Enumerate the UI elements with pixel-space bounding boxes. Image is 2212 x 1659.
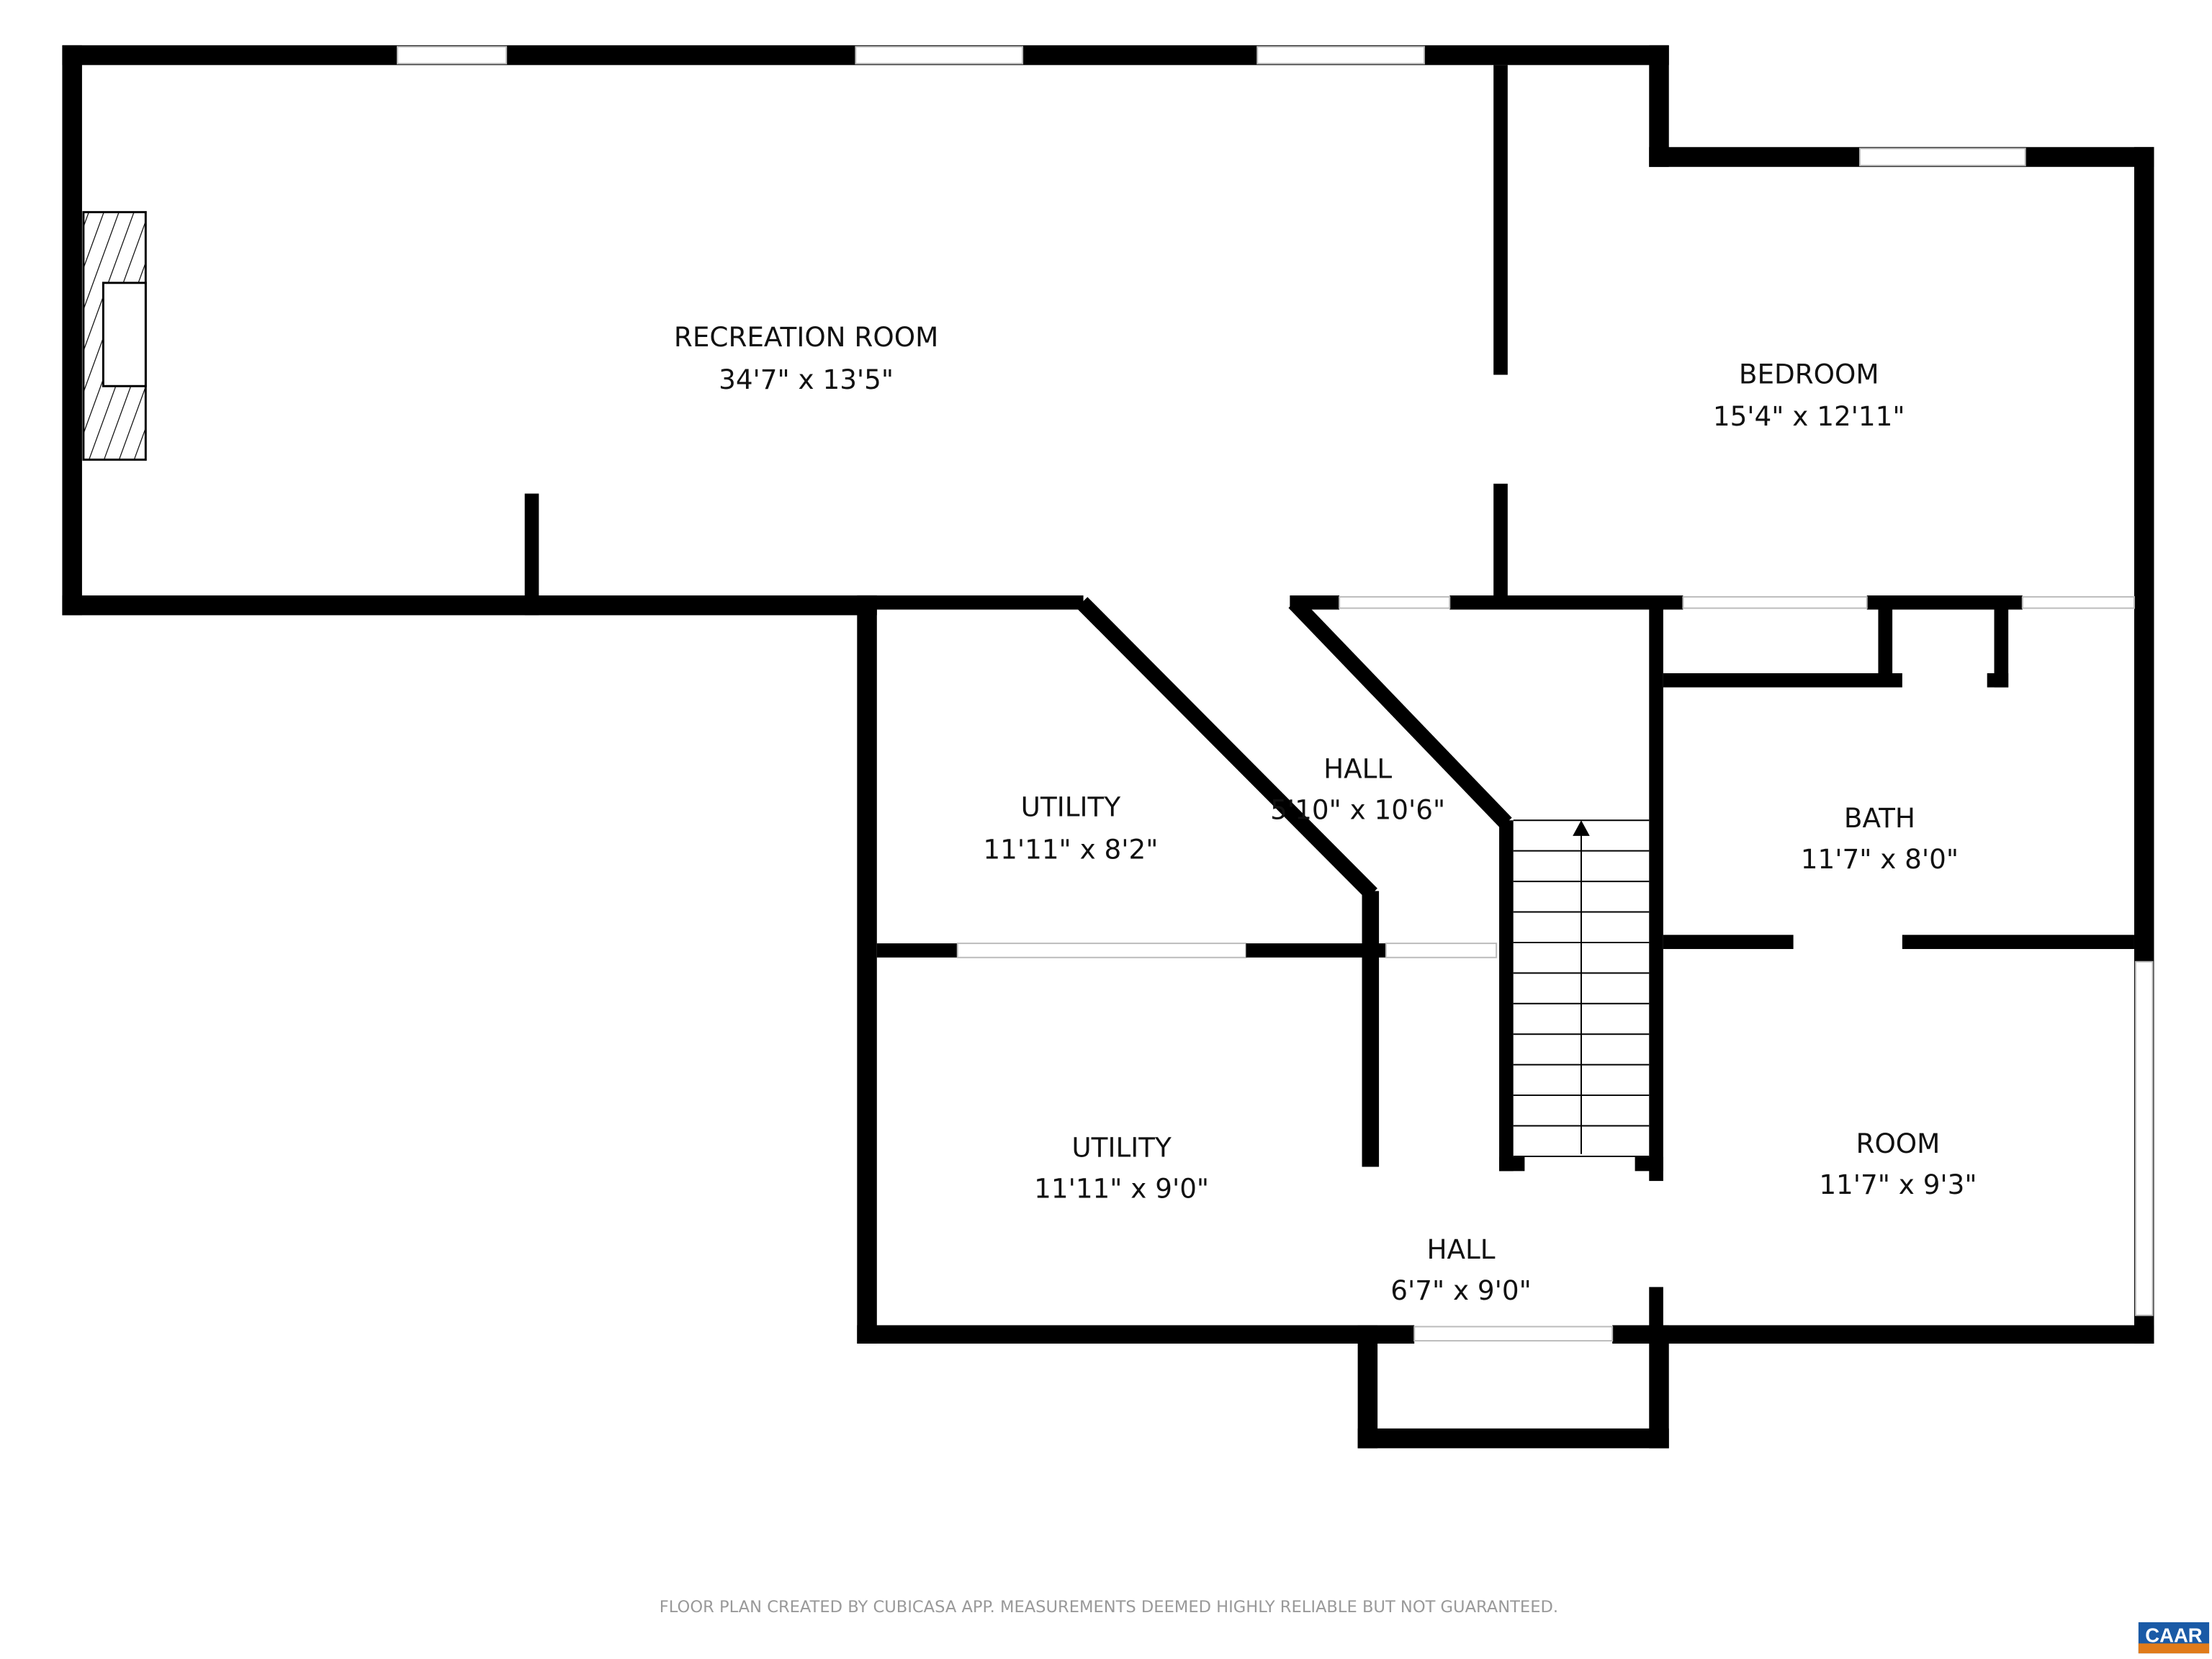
room-name: BATH <box>1844 802 1915 834</box>
walls <box>62 45 2154 1449</box>
room-name: BEDROOM <box>1739 358 1879 390</box>
room-size: 15'4" x 12'11" <box>1713 400 1905 432</box>
room-name: HALL <box>1426 1233 1495 1265</box>
room-name: UTILITY <box>1021 791 1121 822</box>
svg-text:CAAR: CAAR <box>2145 1624 2203 1646</box>
room-size: 5'10" x 10'6" <box>1270 793 1445 825</box>
caar-logo: CAAR <box>2138 1622 2210 1654</box>
room-size: 6'7" x 9'0" <box>1390 1274 1532 1306</box>
room-size: 11'11" x 8'2" <box>983 833 1158 865</box>
staircase <box>1513 819 1650 1157</box>
room-size: 11'7" x 8'0" <box>1801 843 1959 875</box>
room-name: UTILITY <box>1071 1132 1172 1164</box>
arrow-up-icon <box>1573 820 1590 836</box>
room-name: RECREATION ROOM <box>674 321 938 353</box>
fireplace <box>82 211 147 461</box>
room-name: ROOM <box>1856 1128 1941 1159</box>
room-name: HALL <box>1323 752 1392 784</box>
room-size: 11'11" x 9'0" <box>1034 1173 1209 1205</box>
room-size: 11'7" x 9'3" <box>1819 1169 1977 1200</box>
footer-disclaimer: FLOOR PLAN CREATED BY CUBICASA APP. MEAS… <box>660 1598 1558 1617</box>
room-size: 34'7" x 13'5" <box>719 364 894 395</box>
room-labels: RECREATION ROOM 34'7" x 13'5" BEDROOM 15… <box>674 321 1977 1306</box>
